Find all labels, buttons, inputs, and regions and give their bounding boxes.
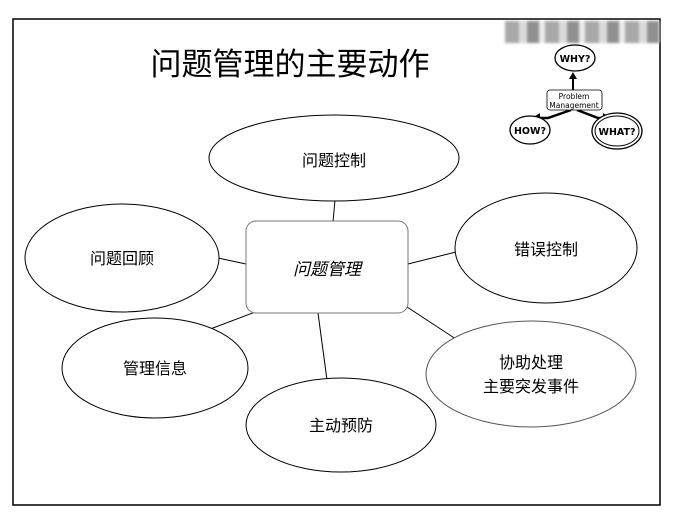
center-node-label: 问题管理	[293, 260, 363, 280]
blurred-watermark	[505, 21, 660, 43]
node-assist-label-line2: 主要突发事件	[483, 377, 579, 396]
node-error-control-label: 错误控制	[514, 240, 578, 259]
logo-what-label: WHAT?	[598, 127, 635, 138]
center-node: 问题管理	[245, 220, 409, 314]
logo-what-bubble	[594, 115, 640, 147]
connector-prevent	[317, 312, 328, 381]
node-problem-review-label: 问题回顾	[90, 249, 154, 268]
node-problem-review: 问题回顾	[24, 203, 220, 313]
node-assist-label-line1: 协助处理	[499, 353, 563, 372]
logo-why-bubble	[554, 44, 596, 72]
logo-how-bubble	[509, 115, 551, 145]
node-error-control: 错误控制	[454, 192, 638, 304]
logo-center-box	[546, 89, 603, 111]
connector-info	[204, 310, 259, 332]
logo-center-line1: Problem	[559, 92, 590, 101]
slide-title: 问题管理的主要动作	[151, 47, 430, 83]
node-proactive-prevention-label: 主动预防	[309, 416, 373, 435]
connector-control	[332, 199, 336, 223]
logo-center-line2: Management	[549, 101, 598, 110]
connector-error-control	[407, 251, 457, 265]
logo-how-label: HOW?	[514, 126, 546, 137]
node-management-info: 管理信息	[61, 317, 249, 419]
logo-why-label: WHY?	[560, 54, 591, 65]
node-management-info-label: 管理信息	[123, 359, 187, 378]
node-proactive-prevention: 主动预防	[245, 377, 437, 473]
node-problem-control: 问题控制	[208, 114, 460, 202]
connector-review	[217, 257, 247, 265]
node-assist-major-incidents: 协助处理 主要突发事件	[425, 320, 637, 428]
problem-management-logo: WHY? Problem Management HOW? WHAT?	[509, 44, 643, 150]
logo-arrowhead-why	[569, 72, 577, 79]
node-problem-control-label: 问题控制	[302, 151, 366, 170]
